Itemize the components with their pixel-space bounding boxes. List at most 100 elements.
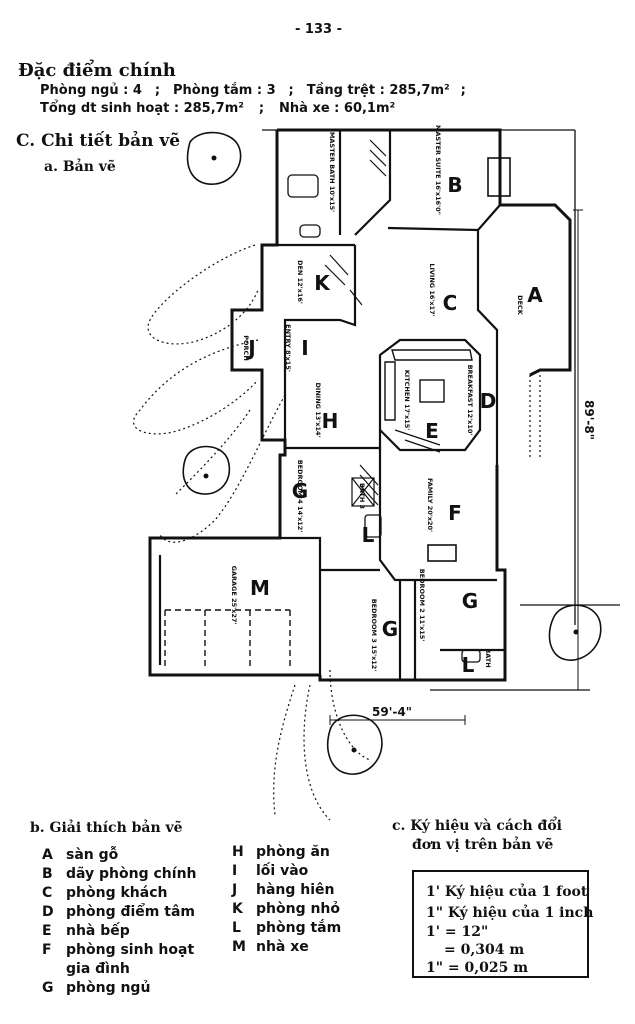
spec-living-area: Tổng dt sinh hoạt : 285,7m²	[40, 101, 244, 116]
symbol-foot: 1' Ký hiệu của 1 foot	[426, 884, 588, 900]
room-letter-m: M	[250, 576, 270, 600]
legend-key: M	[232, 939, 246, 955]
legend-text: nhà xe	[256, 939, 309, 955]
legend-key: A	[42, 847, 53, 863]
legend-text: phòng khách	[66, 885, 168, 901]
label-bath-3: BATH 3	[358, 483, 366, 509]
spec-bedrooms: Phòng ngủ : 4	[40, 83, 142, 98]
section-b-title: b. Giải thích bản vẽ	[30, 820, 183, 836]
room-letter-h: H	[322, 409, 339, 433]
floor-plan: B C A D E F K I J H G L G G L M MASTER S…	[133, 125, 620, 821]
room-letter-g-2: G	[382, 617, 398, 641]
garage-door	[164, 609, 291, 670]
legend-text: hàng hiên	[256, 882, 335, 898]
label-dining: DINING 13'x14'	[314, 383, 322, 438]
room-letter-i: I	[301, 336, 308, 360]
legend-text: phòng ngủ	[66, 980, 151, 996]
legend-key: K	[232, 901, 243, 917]
room-letter-l-2: L	[462, 653, 475, 677]
fireplace	[427, 157, 511, 562]
legend-key: I	[232, 863, 238, 879]
label-den: DEN 12'x16'	[296, 260, 304, 304]
legend-item: gia đình	[42, 960, 197, 979]
legend-text: nhà bếp	[66, 923, 130, 939]
label-deck: DECK	[516, 295, 524, 316]
landscaping	[133, 244, 541, 821]
label-entry: ENTRY 8'x15'	[284, 324, 292, 372]
room-letter-l-1: L	[362, 523, 375, 547]
bath-fixtures	[287, 174, 481, 663]
conversion-inch-meter: 1" = 0,025 m	[426, 960, 529, 976]
legend-key: J	[232, 882, 238, 898]
legend-key: H	[232, 844, 244, 860]
spec-bathrooms: Phòng tắm : 3	[172, 83, 276, 98]
section-c-title: C. Chi tiết bản vẽ	[16, 131, 181, 151]
room-letter-e: E	[425, 419, 439, 443]
section-c2-title-line-1: c. Ký hiệu và cách đổi	[392, 818, 562, 834]
legend-text: sàn gỗ	[66, 847, 119, 863]
label-bath-2: BATH	[484, 648, 492, 667]
legend-text: phòng điểm tâm	[66, 904, 195, 920]
legend-text: gia đình	[66, 961, 130, 977]
section-a-title: a. Bản vẽ	[44, 159, 116, 175]
spec-garage: Nhà xe : 60,1m²	[279, 101, 396, 116]
label-family: FAMILY 20'x20'	[426, 478, 434, 532]
label-master-suite: MASTER SUITE 16'x16'0"	[434, 125, 442, 215]
section-c2-title-line-2: đơn vị trên bản vẽ	[412, 837, 554, 853]
specs-line-2: Tổng dt sinh hoạt : 285,7m² ; Nhà xe : 6…	[40, 101, 396, 116]
dimension-depth: 89'-8"	[582, 400, 596, 440]
label-master-bath: MASTER BATH 10'x15'	[328, 132, 336, 212]
room-letter-b: B	[447, 173, 462, 197]
symbols-box: 1' Ký hiệu của 1 foot 1" Ký hiệu của 1 i…	[412, 870, 593, 978]
legend-text: phòng ăn	[256, 844, 330, 860]
spec-ground-floor: Tầng trệt : 285,7m²	[306, 83, 450, 98]
hatching	[324, 139, 387, 507]
dimension-width: 59'-4"	[372, 705, 412, 719]
legend-text: phòng sinh hoạt	[66, 942, 195, 958]
room-letter-d: D	[480, 389, 497, 413]
label-bedroom-3: BEDROOM 3 15'x12'	[370, 599, 378, 672]
specs-line-1: Phòng ngủ : 4 ; Phòng tắm : 3 ; Tầng trệ…	[40, 83, 466, 98]
room-letter-k: K	[314, 271, 331, 295]
legend-key: D	[42, 904, 54, 920]
legend-text: dãy phòng chính	[66, 866, 197, 882]
page-number: - 133 -	[295, 22, 342, 37]
legend-key: L	[232, 920, 241, 936]
room-letter-g-3: G	[462, 589, 478, 613]
label-kitchen: KITCHEN 17'x15'	[403, 370, 411, 431]
label-bedroom-2: BEDROOM 2 11'x15'	[418, 569, 426, 642]
legend-text: phòng nhỏ	[256, 901, 341, 917]
legend-key: C	[42, 885, 53, 901]
interior-walls	[148, 130, 505, 680]
legend-text: phòng tắm	[256, 920, 342, 936]
main-features-title: Đặc điểm chính	[18, 60, 176, 81]
room-letter-c: C	[443, 291, 458, 315]
dimension-lines	[329, 209, 583, 725]
room-letter-g-1: G	[292, 479, 308, 503]
legend-text: lối vào	[256, 863, 309, 879]
label-breakfast: BREAKFAST 12'x10'	[466, 365, 474, 436]
conversion-foot-meter: = 0,304 m	[444, 942, 525, 958]
conversion-foot-inch: 1' = 12"	[426, 924, 489, 940]
legend-key	[42, 960, 66, 979]
symbol-inch: 1" Ký hiệu của 1 inch	[426, 905, 594, 921]
room-letter-f: F	[448, 501, 462, 525]
legend-key: F	[42, 942, 52, 958]
label-bedroom-4: BEDROOM 4 14'x12'	[296, 460, 304, 533]
legend-key: B	[42, 866, 53, 882]
label-garage: GARAGE 25'x27'	[230, 566, 238, 625]
legend-key: G	[42, 980, 54, 996]
